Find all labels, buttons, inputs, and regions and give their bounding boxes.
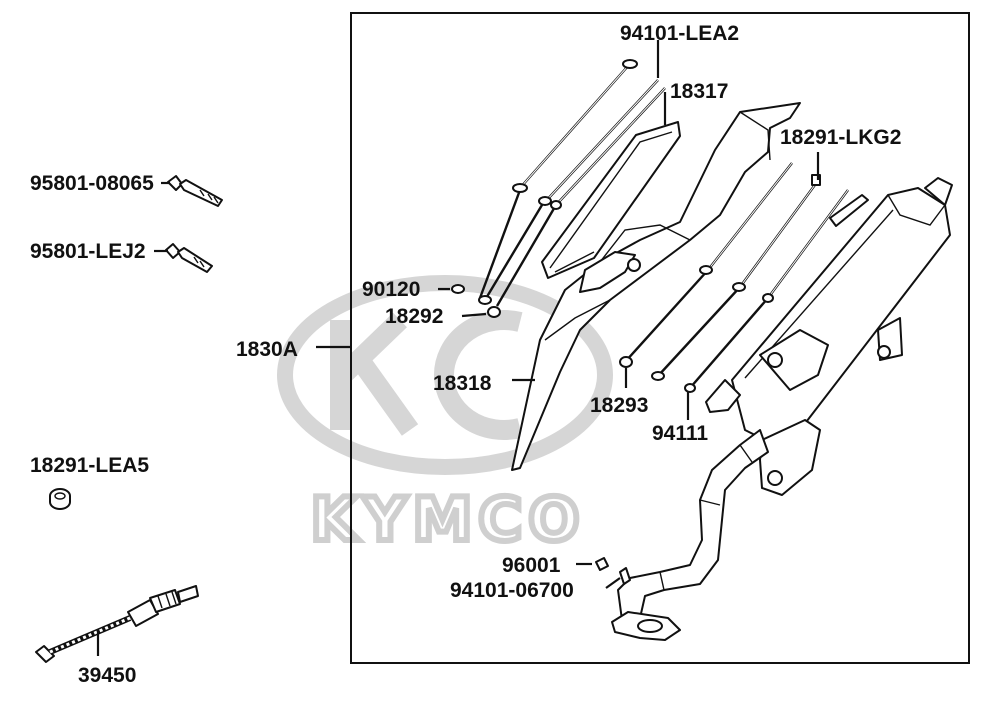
- label-94101-lea2: 94101-LEA2: [620, 22, 739, 45]
- screw-94111[interactable]: [684, 174, 849, 393]
- heat-shield-outer-18318[interactable]: [511, 102, 801, 471]
- label-18291-lkg2: 18291-LKG2: [780, 126, 901, 149]
- bolt-94101-lea2[interactable]: [478, 59, 666, 307]
- bolt-95801-lej2[interactable]: [165, 243, 213, 273]
- bolt-94101-06700[interactable]: [619, 567, 631, 585]
- label-39450: 39450: [78, 664, 136, 687]
- label-95801-08065: 95801-08065: [30, 172, 154, 195]
- label-18317: 18317: [670, 80, 728, 103]
- assembly-frame: [350, 12, 970, 664]
- label-1830a: 1830A: [236, 338, 298, 361]
- washer-18292-a[interactable]: [478, 295, 492, 305]
- exhaust-pipe[interactable]: [611, 429, 769, 641]
- leader-lines: [96, 40, 820, 656]
- label-18293: 18293: [590, 394, 648, 417]
- nut-96001[interactable]: [595, 557, 609, 571]
- collar-90120[interactable]: [451, 284, 465, 294]
- label-96001: 96001: [502, 554, 561, 577]
- label-90120: 90120: [362, 278, 420, 301]
- o2-sensor-39450[interactable]: [35, 585, 199, 663]
- bolt-95801-08065[interactable]: [167, 175, 223, 207]
- label-95801-lej2: 95801-LEJ2: [30, 240, 146, 263]
- fasteners-18293[interactable]: [619, 162, 821, 381]
- label-18292: 18292: [385, 305, 443, 328]
- kymco-watermark: KYMCO: [277, 275, 613, 558]
- gasket-18291-lea5[interactable]: [49, 488, 71, 510]
- watermark-text: KYMCO: [311, 485, 586, 555]
- label-94101-06700: 94101-06700: [450, 579, 574, 602]
- inner-plate-18317[interactable]: [541, 121, 681, 279]
- label-18291-lea5: 18291-LEA5: [30, 454, 149, 477]
- washer-18292-b[interactable]: [487, 306, 501, 318]
- label-94111: 94111: [652, 422, 708, 445]
- label-18318: 18318: [433, 372, 492, 395]
